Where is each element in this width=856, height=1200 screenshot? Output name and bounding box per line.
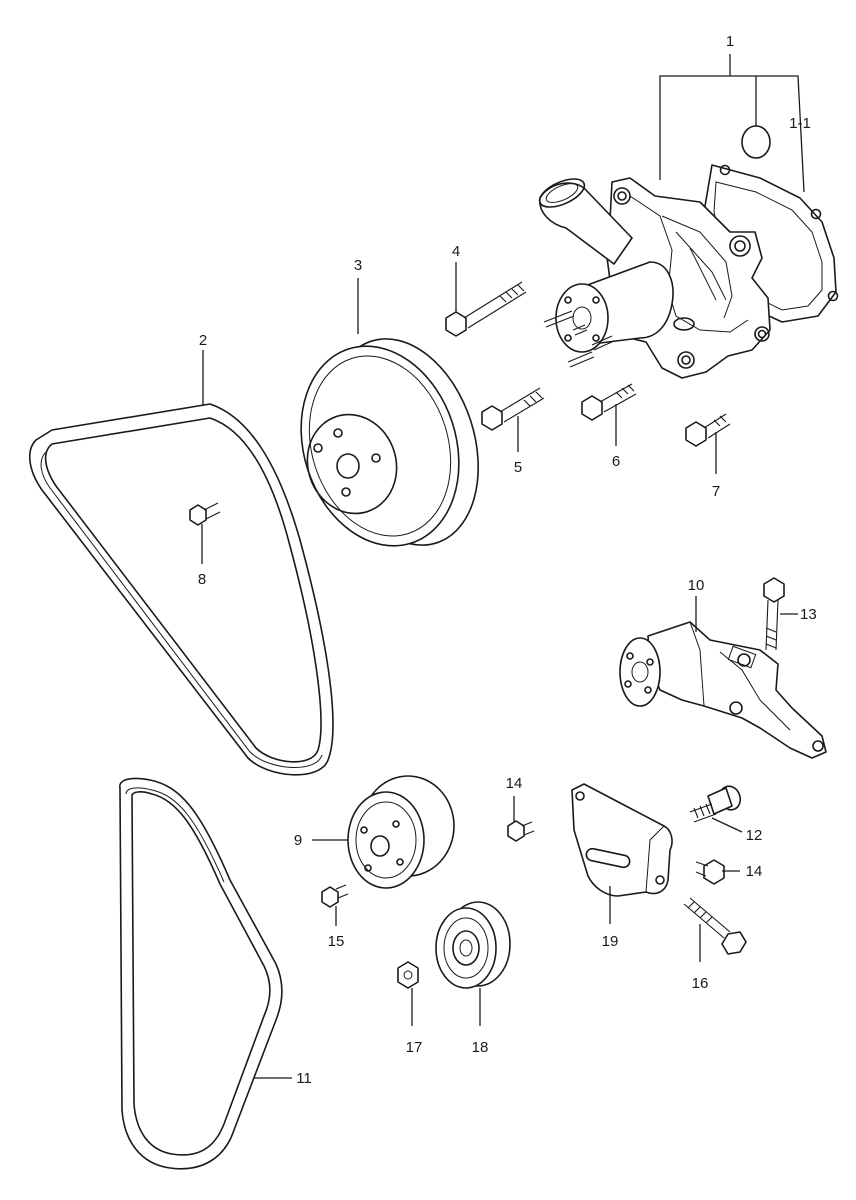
bolt-12[interactable] [689,783,744,823]
adjusting-bracket[interactable] [571,783,673,897]
callout-label-14-right: 14 [746,863,763,880]
callout-18: 18 [472,988,489,1056]
callout-3: 3 [354,257,362,334]
water-pump-assembly[interactable] [536,125,839,379]
bolt-7[interactable] [685,413,731,447]
callout-label-11: 11 [296,1070,312,1087]
callout-19: 19 [602,886,619,950]
callout-label-16: 16 [692,975,709,992]
callout-label-3: 3 [354,257,362,274]
callout-label-17: 17 [406,1039,423,1056]
callout-label-15: 15 [328,933,345,950]
idler-pulley-9[interactable] [347,775,455,889]
callout-4: 4 [452,243,460,312]
bolt-5[interactable] [481,387,545,431]
bolt-6[interactable] [581,383,637,421]
callout-1: 1 1-1 [659,33,811,193]
callout-11: 11 [254,1070,312,1087]
callout-label-1: 1 [726,33,734,50]
callout-10: 10 [688,577,705,632]
callout-16: 16 [692,924,709,992]
callout-label-10: 10 [688,577,705,594]
callout-label-2: 2 [199,332,207,349]
callout-13: 13 [780,606,817,623]
callout-9: 9 [294,832,348,849]
callout-6: 6 [612,404,620,470]
callout-label-1-1: 1-1 [789,115,811,132]
callout-label-6: 6 [612,453,620,470]
callout-14-right: 14 [722,863,762,880]
v-belt-upper[interactable] [29,403,334,776]
nut-17[interactable] [397,961,419,989]
bolt-15[interactable] [321,884,349,908]
callout-14-upper: 14 [506,775,523,822]
tensioner-pulley[interactable] [435,901,511,989]
bolt-14-upper[interactable] [507,820,535,842]
callout-label-5: 5 [514,459,522,476]
pump-studs [543,310,615,368]
callout-label-18: 18 [472,1039,489,1056]
callout-2: 2 [199,332,207,406]
v-belt-lower[interactable] [119,777,283,1170]
bolt-13[interactable] [763,577,785,651]
callout-label-8: 8 [198,571,206,588]
callout-label-13: 13 [800,606,817,623]
o-ring [741,125,771,159]
callout-label-12: 12 [746,827,763,844]
bolt-8[interactable] [189,502,221,526]
bolt-16[interactable] [683,897,747,955]
callout-label-19: 19 [602,933,619,950]
water-pump-pulley[interactable] [276,320,503,567]
callout-15: 15 [328,906,345,950]
callout-8: 8 [198,524,206,588]
bolt-14-right[interactable] [695,859,725,885]
callout-17: 17 [406,988,423,1056]
callout-label-7: 7 [712,483,720,500]
pump-inlet-pipe [539,182,633,265]
callout-label-9: 9 [294,832,302,849]
pump-bracket[interactable] [619,621,827,759]
callout-12: 12 [711,817,763,844]
callout-label-4: 4 [452,243,460,260]
bolt-4[interactable] [445,281,527,337]
callout-7: 7 [712,432,720,500]
callout-label-14-upper: 14 [506,775,523,792]
callout-5: 5 [514,416,522,476]
